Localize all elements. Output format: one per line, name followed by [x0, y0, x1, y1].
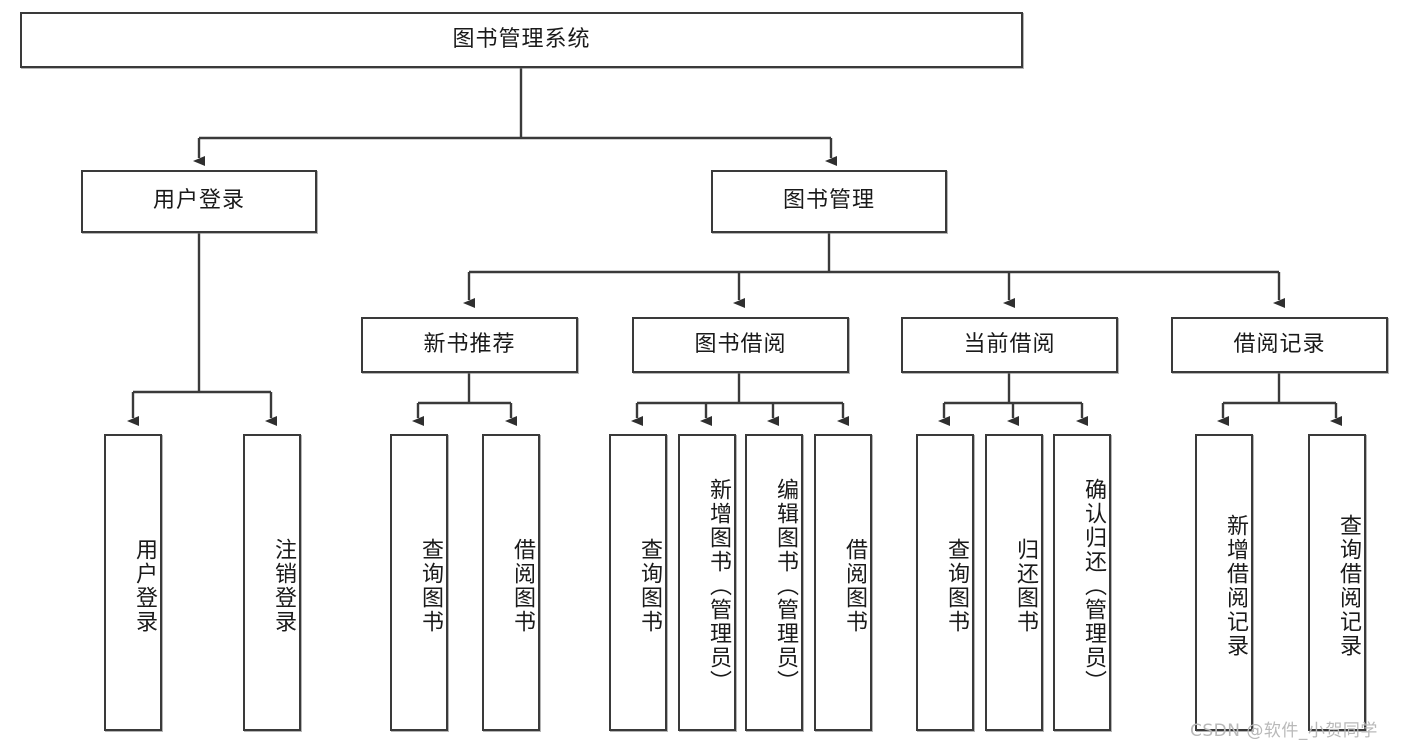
- node-leaf-query-record-label: 查询借阅记录: [1336, 513, 1361, 658]
- node-leaf-logout-label: 注销登录: [271, 537, 296, 634]
- node-leaf-add-book[interactable]: 新增图书（管理员）: [678, 434, 736, 731]
- node-book-manage-label: 图书管理: [782, 188, 875, 214]
- node-root-label: 图书管理系统: [452, 26, 591, 52]
- node-leaf-add-book-label: 新增图书（管理员）: [706, 477, 731, 694]
- node-leaf-user-login[interactable]: 用户登录: [104, 434, 162, 731]
- node-borrow-record[interactable]: 借阅记录: [1171, 317, 1388, 373]
- node-new-book-recommend[interactable]: 新书推荐: [361, 317, 578, 373]
- node-leaf-edit-book[interactable]: 编辑图书（管理员）: [745, 434, 803, 731]
- node-book-manage[interactable]: 图书管理: [711, 170, 947, 233]
- node-current-borrow-label: 当前借阅: [963, 331, 1056, 357]
- node-leaf-query-book-3-label: 查询图书: [944, 537, 969, 634]
- node-root[interactable]: 图书管理系统: [20, 12, 1023, 68]
- node-book-borrow-label: 图书借阅: [694, 331, 787, 357]
- node-leaf-user-login-label: 用户登录: [132, 537, 157, 634]
- node-leaf-borrow-book-2-label: 借阅图书: [842, 537, 867, 634]
- node-leaf-query-book-1-label: 查询图书: [418, 537, 443, 634]
- node-borrow-record-label: 借阅记录: [1233, 331, 1326, 357]
- node-leaf-return-book-label: 归还图书: [1013, 537, 1038, 634]
- node-leaf-return-book[interactable]: 归还图书: [985, 434, 1043, 731]
- node-leaf-query-book-2-label: 查询图书: [637, 537, 662, 634]
- node-leaf-confirm-return[interactable]: 确认归还（管理员）: [1053, 434, 1111, 731]
- node-leaf-query-record[interactable]: 查询借阅记录: [1308, 434, 1366, 731]
- csdn-watermark: CSDN @软件_小贺同学: [1190, 721, 1378, 741]
- node-leaf-borrow-book-2[interactable]: 借阅图书: [814, 434, 872, 731]
- node-leaf-query-book-3[interactable]: 查询图书: [916, 434, 974, 731]
- node-new-book-recommend-label: 新书推荐: [423, 331, 516, 357]
- node-leaf-edit-book-label: 编辑图书（管理员）: [773, 477, 798, 694]
- node-leaf-confirm-return-label: 确认归还（管理员）: [1081, 477, 1106, 694]
- node-book-borrow[interactable]: 图书借阅: [632, 317, 849, 373]
- node-user-login[interactable]: 用户登录: [81, 170, 317, 233]
- node-leaf-add-record[interactable]: 新增借阅记录: [1195, 434, 1253, 731]
- node-leaf-logout[interactable]: 注销登录: [243, 434, 301, 731]
- node-leaf-borrow-book-1-label: 借阅图书: [510, 537, 535, 634]
- node-user-login-label: 用户登录: [152, 188, 245, 214]
- node-current-borrow[interactable]: 当前借阅: [901, 317, 1118, 373]
- node-leaf-query-book-2[interactable]: 查询图书: [609, 434, 667, 731]
- node-leaf-add-record-label: 新增借阅记录: [1223, 513, 1248, 658]
- node-leaf-borrow-book-1[interactable]: 借阅图书: [482, 434, 540, 731]
- node-leaf-query-book-1[interactable]: 查询图书: [390, 434, 448, 731]
